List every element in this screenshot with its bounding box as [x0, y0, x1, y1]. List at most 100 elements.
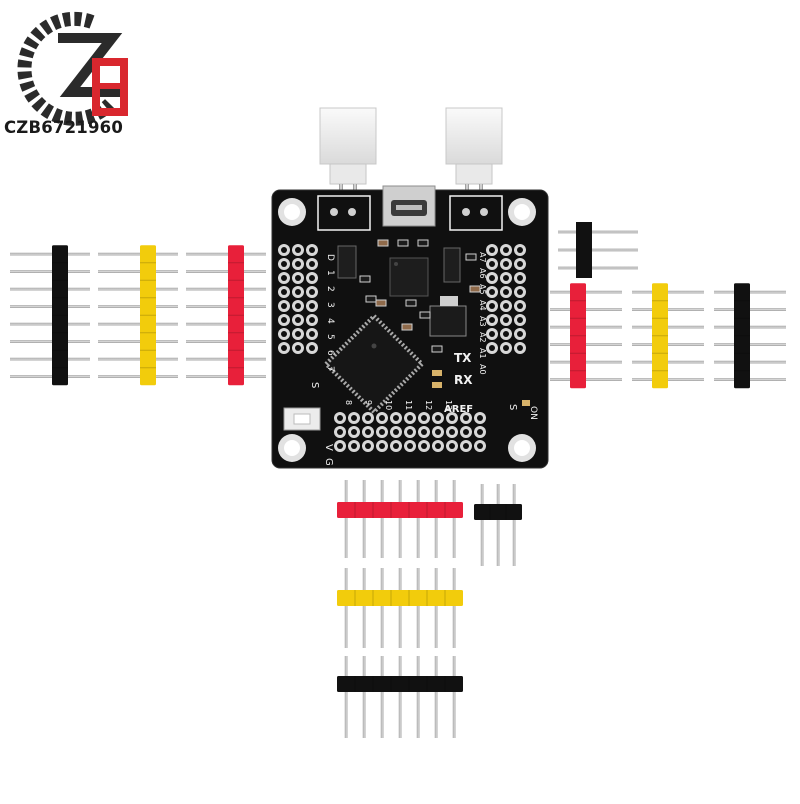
smd-component	[359, 275, 371, 283]
header-yellow-right	[632, 283, 704, 389]
header-red-bottom	[337, 480, 463, 558]
header-pin	[10, 252, 90, 256]
pin-label-digital: 2	[325, 286, 335, 292]
header-pin	[416, 656, 420, 738]
header-pin	[434, 656, 438, 738]
header-pin	[98, 270, 178, 273]
header-pin	[480, 484, 484, 566]
pin-label-digital: 12	[424, 400, 433, 410]
smd-component	[377, 239, 389, 247]
header-pin	[362, 480, 366, 558]
header-housing	[52, 245, 68, 386]
header-pin	[380, 656, 384, 738]
header-pin	[98, 340, 178, 343]
label-g: G	[323, 458, 334, 466]
smd-component	[469, 285, 481, 293]
smd-component	[375, 299, 387, 307]
header-right-angle-3pin	[558, 222, 638, 278]
header-pin	[10, 270, 90, 273]
header-pin	[416, 568, 420, 648]
pin-label-analog: A4	[478, 300, 487, 311]
header-pin	[434, 480, 438, 558]
header-3pin-bottom	[474, 484, 522, 566]
header-pin	[362, 568, 366, 648]
smd-component	[405, 299, 417, 307]
label-rx: RX	[454, 373, 473, 387]
header-pin	[186, 340, 266, 343]
header-pin	[98, 322, 178, 326]
header-pin	[398, 656, 402, 738]
label-s-right: S	[507, 404, 518, 410]
pin-label-digital: 9	[364, 400, 373, 405]
header-housing	[570, 283, 586, 389]
header-housing	[337, 676, 463, 692]
header-housing	[140, 245, 156, 386]
header-pin	[186, 287, 266, 291]
header-pin	[398, 568, 402, 648]
header-yellow-left	[98, 245, 178, 386]
header-housing	[228, 245, 244, 386]
header-housing	[337, 590, 463, 606]
header-pin	[452, 568, 456, 648]
header-pin	[10, 305, 90, 308]
header-housing	[734, 283, 750, 389]
header-pin	[98, 252, 178, 256]
header-pin	[416, 480, 420, 558]
header-red-left	[186, 245, 266, 386]
logo-ring-icon	[17, 11, 128, 126]
pin-label-digital: 11	[404, 400, 413, 410]
header-black-left	[10, 245, 90, 386]
header-pin	[344, 656, 348, 738]
header-housing	[652, 283, 668, 389]
pin-label-analog: A7	[478, 252, 487, 263]
header-pin	[558, 266, 638, 270]
small-ic	[443, 247, 461, 283]
header-pin	[344, 480, 348, 558]
label-s-left: S	[309, 382, 320, 388]
header-pin	[452, 656, 456, 738]
header-pin	[558, 230, 638, 234]
header-pin	[398, 480, 402, 558]
pin-label-digital: 1	[325, 270, 335, 276]
pin-label-digital: 10	[384, 400, 393, 410]
micro-usb-port	[382, 185, 436, 227]
pin-label-analog: A1	[478, 348, 487, 359]
pin-label-digital: 4	[325, 318, 335, 324]
header-pin	[512, 484, 516, 566]
pin-label-digital: 6	[325, 350, 335, 356]
pin-label-digital: 7	[325, 366, 335, 372]
header-pin	[380, 480, 384, 558]
pin-label-digital: 3	[325, 302, 335, 308]
usb-serial-chip	[389, 257, 429, 297]
jst-connector-left	[319, 107, 377, 200]
smd-component	[401, 323, 413, 331]
reset-button	[283, 407, 321, 431]
header-pin	[186, 252, 266, 256]
header-pin	[558, 248, 638, 252]
label-v: V	[323, 444, 334, 451]
header-black-bottom	[337, 656, 463, 738]
smd-component	[465, 253, 477, 261]
pin-label-analog: A5	[478, 284, 487, 295]
label-aref: AREF	[444, 404, 473, 415]
pin-label-digital: 13	[444, 400, 453, 410]
label-tx: TX	[454, 351, 472, 365]
header-housing	[337, 502, 463, 518]
header-red-right	[550, 283, 622, 389]
crystal	[337, 245, 357, 279]
pin-label-analog: A0	[478, 364, 487, 375]
header-housing	[474, 504, 522, 520]
header-housing	[576, 222, 592, 278]
header-pin	[186, 270, 266, 273]
header-pin	[186, 305, 266, 308]
header-pin	[434, 568, 438, 648]
smd-component	[431, 345, 443, 353]
smd-component	[419, 311, 431, 319]
voltage-regulator	[429, 296, 467, 337]
header-pin	[186, 322, 266, 326]
smd-component	[365, 295, 377, 303]
pin-label-analog: A3	[478, 316, 487, 327]
header-yellow-bottom	[337, 568, 463, 648]
